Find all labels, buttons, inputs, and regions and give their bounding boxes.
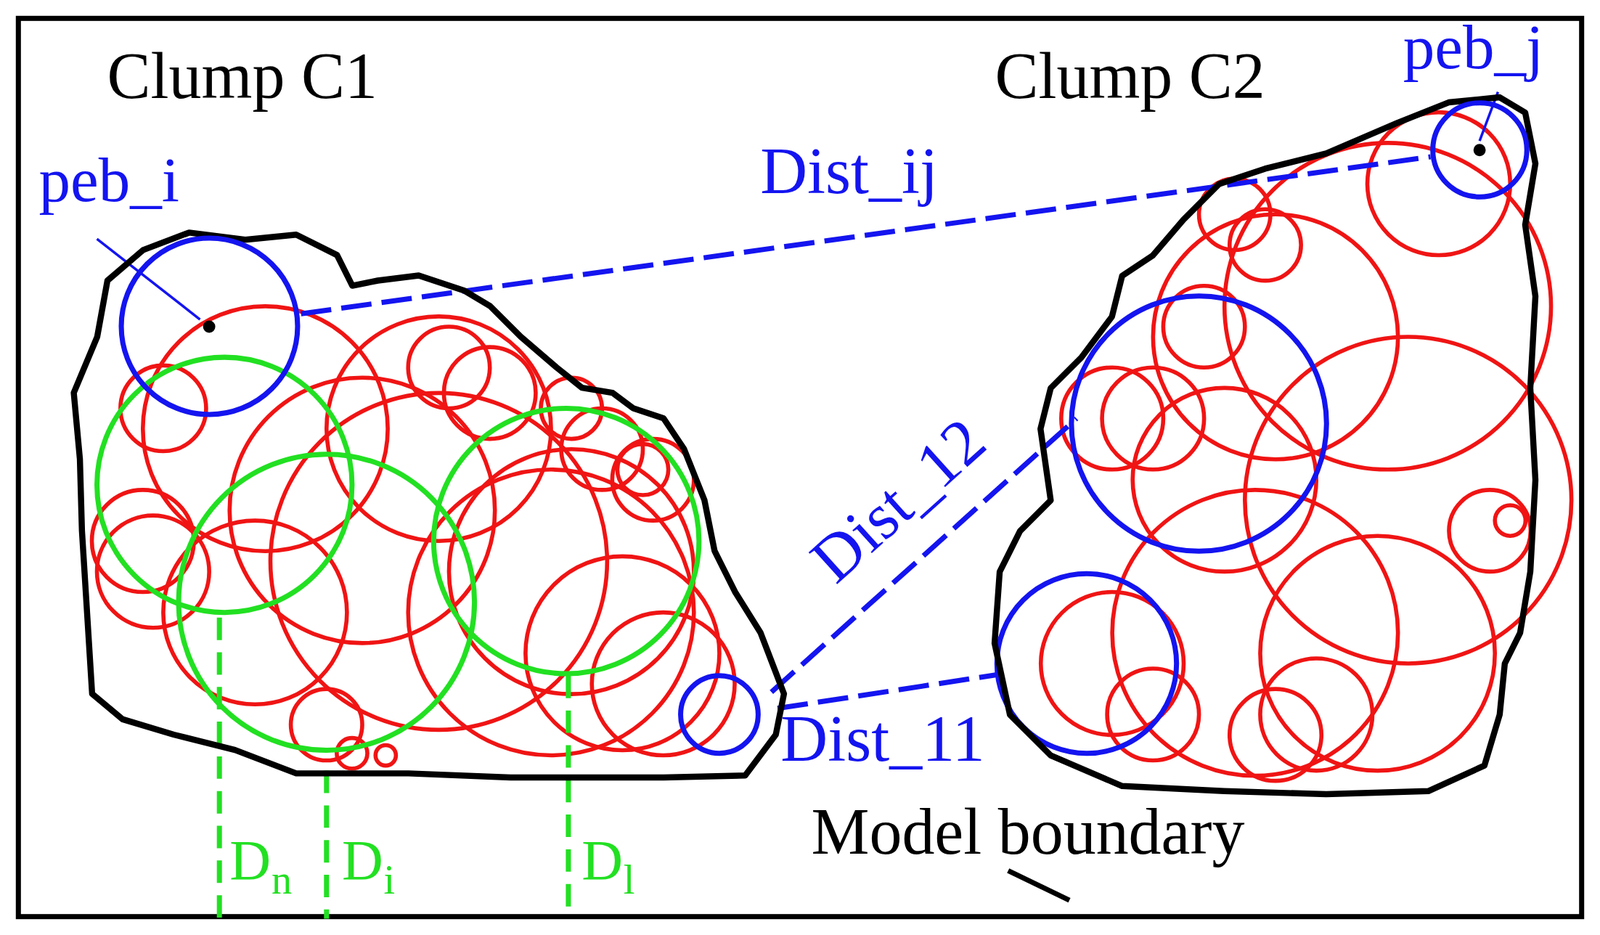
blue-pebble — [1071, 296, 1327, 552]
red-pebble — [1101, 367, 1205, 470]
diameter-label: D — [229, 831, 271, 890]
red-pebble — [1449, 490, 1531, 572]
pebble-circle — [1432, 103, 1527, 198]
pebble-node: peb_i — [117, 234, 302, 419]
clump-node: Clump C1peb_i — [69, 226, 792, 786]
diameter-subscript: l — [623, 859, 636, 901]
boundary-label: Model boundary — [810, 799, 1245, 865]
clump-outline — [73, 232, 784, 778]
clump-outline — [984, 92, 1541, 799]
red-pebble — [1494, 505, 1526, 536]
pebble-label: peb_j — [1403, 15, 1545, 79]
red-pebble — [407, 469, 695, 756]
clump-label: Clump C2 — [994, 43, 1265, 109]
red-pebble — [448, 449, 694, 695]
distance-label: Dist_ij — [760, 138, 938, 204]
green-pebble — [433, 407, 699, 674]
diameter-subscript: n — [271, 859, 292, 901]
clump-node: Clump C2peb_j — [984, 92, 1541, 799]
pebble-circle — [1430, 100, 1529, 199]
red-pebble — [375, 744, 396, 766]
red-pebble — [1260, 535, 1495, 771]
red-pebble — [1152, 214, 1398, 459]
red-pebble — [1112, 490, 1399, 777]
blue-pebble — [680, 675, 759, 754]
clump-outline — [994, 97, 1536, 795]
red-pebble — [1367, 112, 1511, 256]
green-pebble — [178, 454, 475, 751]
pebble-label: peb_i — [38, 148, 180, 212]
diameter-guides — [219, 617, 569, 920]
red-pebbles — [92, 112, 1572, 782]
distance-label: Dist_11 — [780, 706, 986, 772]
diameter-label: D — [581, 831, 623, 890]
model-boundary-frame — [18, 18, 1582, 917]
red-pebble — [120, 365, 207, 451]
red-pebble — [270, 392, 607, 730]
distance-label: Dist_12 — [799, 406, 997, 594]
pebble-circle — [117, 234, 302, 419]
diameter-subscript: i — [384, 859, 396, 901]
diameter-label: D — [341, 831, 384, 890]
green-pebbles — [97, 357, 700, 750]
green-pebble — [97, 357, 353, 613]
red-pebble — [1229, 688, 1322, 782]
leader-lines — [97, 92, 1499, 901]
clump-outline — [69, 226, 792, 786]
clump-label: Clump C1 — [107, 43, 378, 109]
pebble-node: peb_j — [1430, 100, 1529, 199]
red-pebble — [336, 738, 368, 769]
pebble-circle — [121, 238, 298, 415]
